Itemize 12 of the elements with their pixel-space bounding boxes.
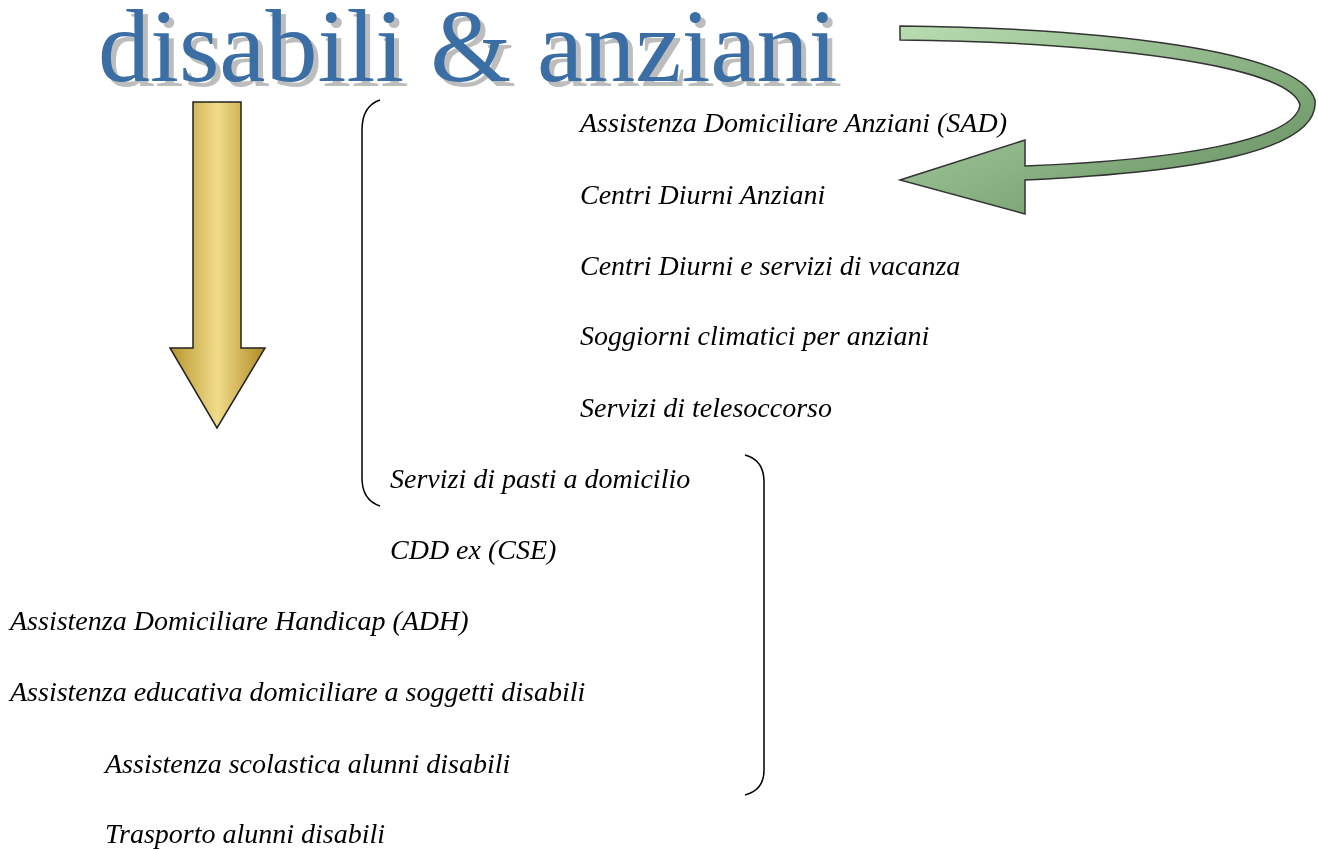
service-text: Servizi di pasti a domicilio xyxy=(390,463,691,495)
service-text: Assistenza scolastica alunni disabili xyxy=(105,748,511,780)
service-text: Centri Diurni e servizi di vacanza xyxy=(580,250,961,282)
service-text: Servizi di telesoccorso xyxy=(580,392,832,424)
service-text: Assistenza Domiciliare Anziani (SAD) xyxy=(580,107,1007,139)
service-text: Soggiorni climatici per anziani xyxy=(580,320,930,352)
service-text: Centri Diurni Anziani xyxy=(580,179,826,211)
service-text: Trasporto alunni disabili xyxy=(105,818,386,849)
title: disabili & anziani xyxy=(98,0,838,98)
service-text: Assistenza Domiciliare Handicap (ADH) xyxy=(10,605,469,637)
service-text: Assistenza educativa domiciliare a soggetti disabili xyxy=(10,676,586,708)
service-text: CDD ex (CSE) xyxy=(390,534,557,566)
